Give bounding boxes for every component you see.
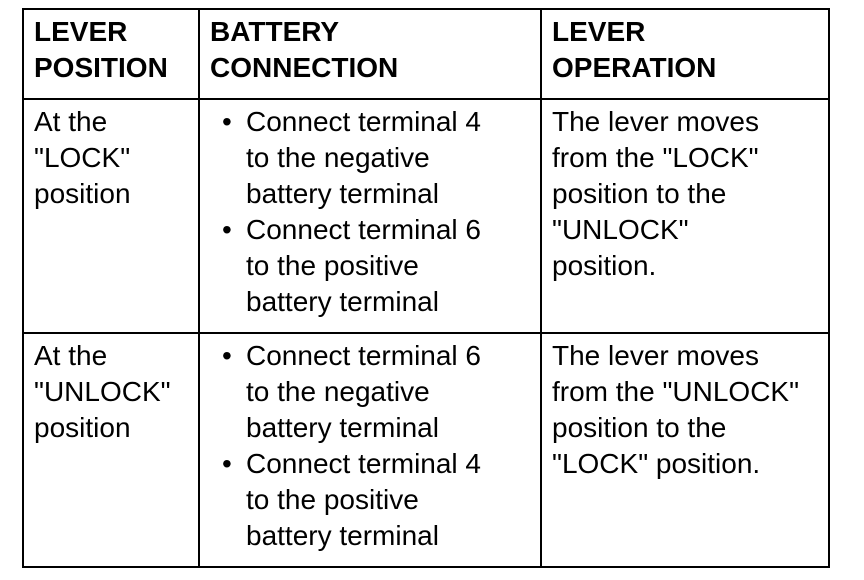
header-text-line: CONNECTION [210, 52, 399, 83]
step-text-line: battery terminal [246, 286, 439, 317]
step-text-line: to the positive [246, 250, 419, 281]
step-text-line: Connect terminal 6 [246, 340, 482, 371]
cell-text-line: "UNLOCK" [552, 214, 689, 245]
header-text-line: OPERATION [552, 52, 717, 83]
table-row: At the "UNLOCK" position • Connect termi… [22, 332, 830, 568]
cell-text-line: At the [34, 106, 108, 137]
header-text-line: LEVER [34, 16, 128, 47]
bullet-icon: • [222, 214, 232, 245]
header-text-line: LEVER [552, 16, 646, 47]
cell-text-line: position. [552, 250, 657, 281]
cell-text-line: position [34, 412, 131, 443]
bullet-icon: • [222, 106, 232, 137]
cell-text-line: At the [34, 340, 108, 371]
step-text-line: Connect terminal 6 [246, 214, 482, 245]
connection-step: • Connect terminal 4 to the positive bat… [210, 446, 532, 554]
lever-operation-table: LEVER POSITION BATTERY CONNECTION LEVER … [22, 8, 830, 568]
connection-step: • Connect terminal 6 to the positive bat… [210, 212, 532, 320]
step-text-line: to the negative [246, 142, 430, 173]
header-lever-position: LEVER POSITION [22, 8, 200, 100]
bullet-icon: • [222, 448, 232, 479]
cell-lever-operation: The lever moves from the "UNLOCK" positi… [540, 332, 830, 568]
cell-text-line: The lever moves [552, 340, 759, 371]
cell-lever-operation: The lever moves from the "LOCK" position… [540, 98, 830, 334]
connection-step: • Connect terminal 4 to the negative bat… [210, 104, 532, 212]
cell-text-line: The lever moves [552, 106, 759, 137]
step-text-line: to the positive [246, 484, 419, 515]
cell-text-line: position [34, 178, 131, 209]
header-battery-connection: BATTERY CONNECTION [198, 8, 542, 100]
step-text-line: to the negative [246, 376, 430, 407]
cell-text-line: "LOCK" position. [552, 448, 761, 479]
cell-text-line: position to the [552, 178, 727, 209]
cell-text-line: from the "LOCK" [552, 142, 759, 173]
cell-text-line: "UNLOCK" [34, 376, 171, 407]
cell-text-line: from the "UNLOCK" [552, 376, 800, 407]
cell-lever-position: At the "UNLOCK" position [22, 332, 200, 568]
step-text-line: battery terminal [246, 520, 439, 551]
cell-battery-connection: • Connect terminal 4 to the negative bat… [198, 98, 542, 334]
cell-battery-connection: • Connect terminal 6 to the negative bat… [198, 332, 542, 568]
cell-lever-position: At the "LOCK" position [22, 98, 200, 334]
header-text-line: BATTERY [210, 16, 340, 47]
header-text-line: POSITION [34, 52, 168, 83]
header-lever-operation: LEVER OPERATION [540, 8, 830, 100]
step-text-line: battery terminal [246, 412, 439, 443]
connection-steps-list: • Connect terminal 4 to the negative bat… [210, 104, 532, 320]
step-text-line: Connect terminal 4 [246, 106, 482, 137]
step-text-line: battery terminal [246, 178, 439, 209]
step-text-line: Connect terminal 4 [246, 448, 482, 479]
cell-text-line: "LOCK" [34, 142, 131, 173]
bullet-icon: • [222, 340, 232, 371]
table-header-row: LEVER POSITION BATTERY CONNECTION LEVER … [22, 8, 830, 100]
connection-steps-list: • Connect terminal 6 to the negative bat… [210, 338, 532, 554]
table-row: At the "LOCK" position • Connect termina… [22, 98, 830, 334]
connection-step: • Connect terminal 6 to the negative bat… [210, 338, 532, 446]
cell-text-line: position to the [552, 412, 727, 443]
